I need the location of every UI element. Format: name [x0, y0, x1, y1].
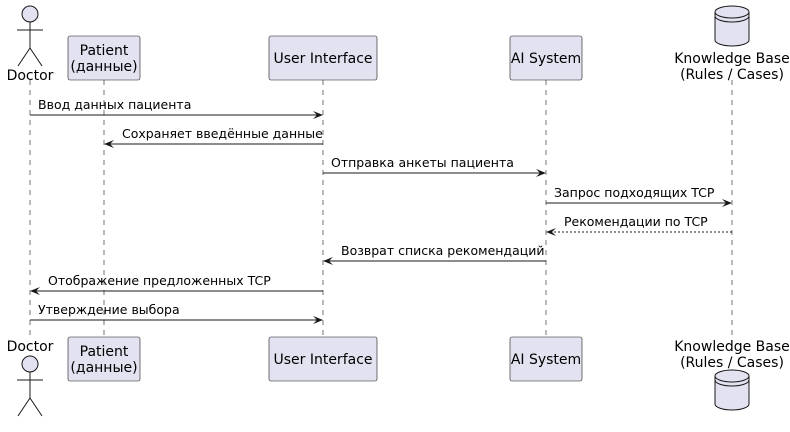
- participant-box-patient-bottom: [67, 336, 141, 382]
- participant-label-kb-bottom: Knowledge Base: [674, 339, 790, 355]
- participant-box-ai-top: [509, 35, 583, 81]
- message-label: Рекомендации по TCP: [564, 214, 708, 229]
- actor-head: [21, 355, 39, 373]
- actor-doctor-bottom: [17, 355, 43, 417]
- participant-label-kb-top: (Rules / Cases): [680, 67, 784, 83]
- message-5: Рекомендации по TCP: [546, 214, 732, 236]
- participant-label-patient-bottom: Patient: [80, 344, 129, 360]
- actor-head: [21, 5, 39, 23]
- participant-label-patient-top: (данные): [70, 59, 137, 75]
- participant-box-patient-top: [67, 35, 141, 81]
- message-4: Запрос подходящих TCP: [546, 185, 732, 207]
- participant-label-doctor-bottom: Doctor: [7, 339, 54, 355]
- participant-label-ui-top: User Interface: [273, 51, 372, 67]
- participant-label-ui-bottom: User Interface: [273, 352, 372, 368]
- message-label: Отображение предложенных TCP: [48, 273, 271, 288]
- database-cylinder: [714, 369, 750, 411]
- message-label: Утверждение выбора: [38, 302, 180, 317]
- database-rim: [714, 375, 750, 383]
- message-8: Утверждение выбора: [30, 302, 323, 324]
- participant-label-patient-top: Patient: [80, 43, 129, 59]
- message-1: Ввод данных пациента: [30, 97, 323, 119]
- arrowhead: [323, 257, 333, 265]
- participant-box-ai-bottom: [509, 336, 583, 382]
- participant-label-patient-bottom: (данные): [70, 360, 137, 376]
- message-2: Сохраняет введённые данные: [104, 126, 323, 148]
- participant-box-ui-bottom: [268, 336, 378, 382]
- message-7: Отображение предложенных TCP: [30, 273, 323, 295]
- message-label: Ввод данных пациента: [38, 97, 191, 112]
- participant-label-kb-top: Knowledge Base: [674, 51, 790, 67]
- participant-label-kb-bottom: (Rules / Cases): [680, 355, 784, 371]
- message-6: Возврат списка рекомендаций: [323, 243, 546, 265]
- database-rim-2: [714, 379, 750, 387]
- arrowhead: [722, 199, 732, 207]
- message-label: Отправка анкеты пациента: [331, 155, 514, 170]
- message-label: Запрос подходящих TCP: [554, 185, 715, 200]
- actor-doctor-top: [17, 5, 43, 67]
- lifelines: [29, 80, 733, 337]
- participant-box-ui-top: [268, 35, 378, 81]
- participants-top: Doctor Patient(данные) User Interface AI Sy…: [7, 5, 790, 84]
- database-cylinder: [714, 5, 750, 47]
- database-rim: [714, 11, 750, 19]
- database-rim-2: [714, 15, 750, 23]
- actor-legs: [17, 47, 43, 67]
- database-kb-bottom: [714, 369, 750, 411]
- participants-bottom: Doctor Patient(данные) User Interface AI Sy…: [7, 336, 790, 417]
- message-label: Сохраняет введённые данные: [122, 126, 323, 141]
- actor-legs: [17, 397, 43, 417]
- arrowhead: [313, 316, 323, 324]
- arrowhead: [313, 111, 323, 119]
- database-kb-top: [714, 5, 750, 47]
- message-3: Отправка анкеты пациента: [323, 155, 546, 177]
- arrowhead: [104, 140, 114, 148]
- participant-label-doctor-top: Doctor: [7, 68, 54, 84]
- arrowhead: [546, 228, 556, 236]
- participant-label-ai-bottom: AI System: [511, 352, 581, 368]
- participant-label-ai-top: AI System: [511, 51, 581, 67]
- arrowhead: [30, 287, 40, 295]
- arrowhead: [536, 169, 546, 177]
- message-label: Возврат списка рекомендаций: [341, 243, 545, 258]
